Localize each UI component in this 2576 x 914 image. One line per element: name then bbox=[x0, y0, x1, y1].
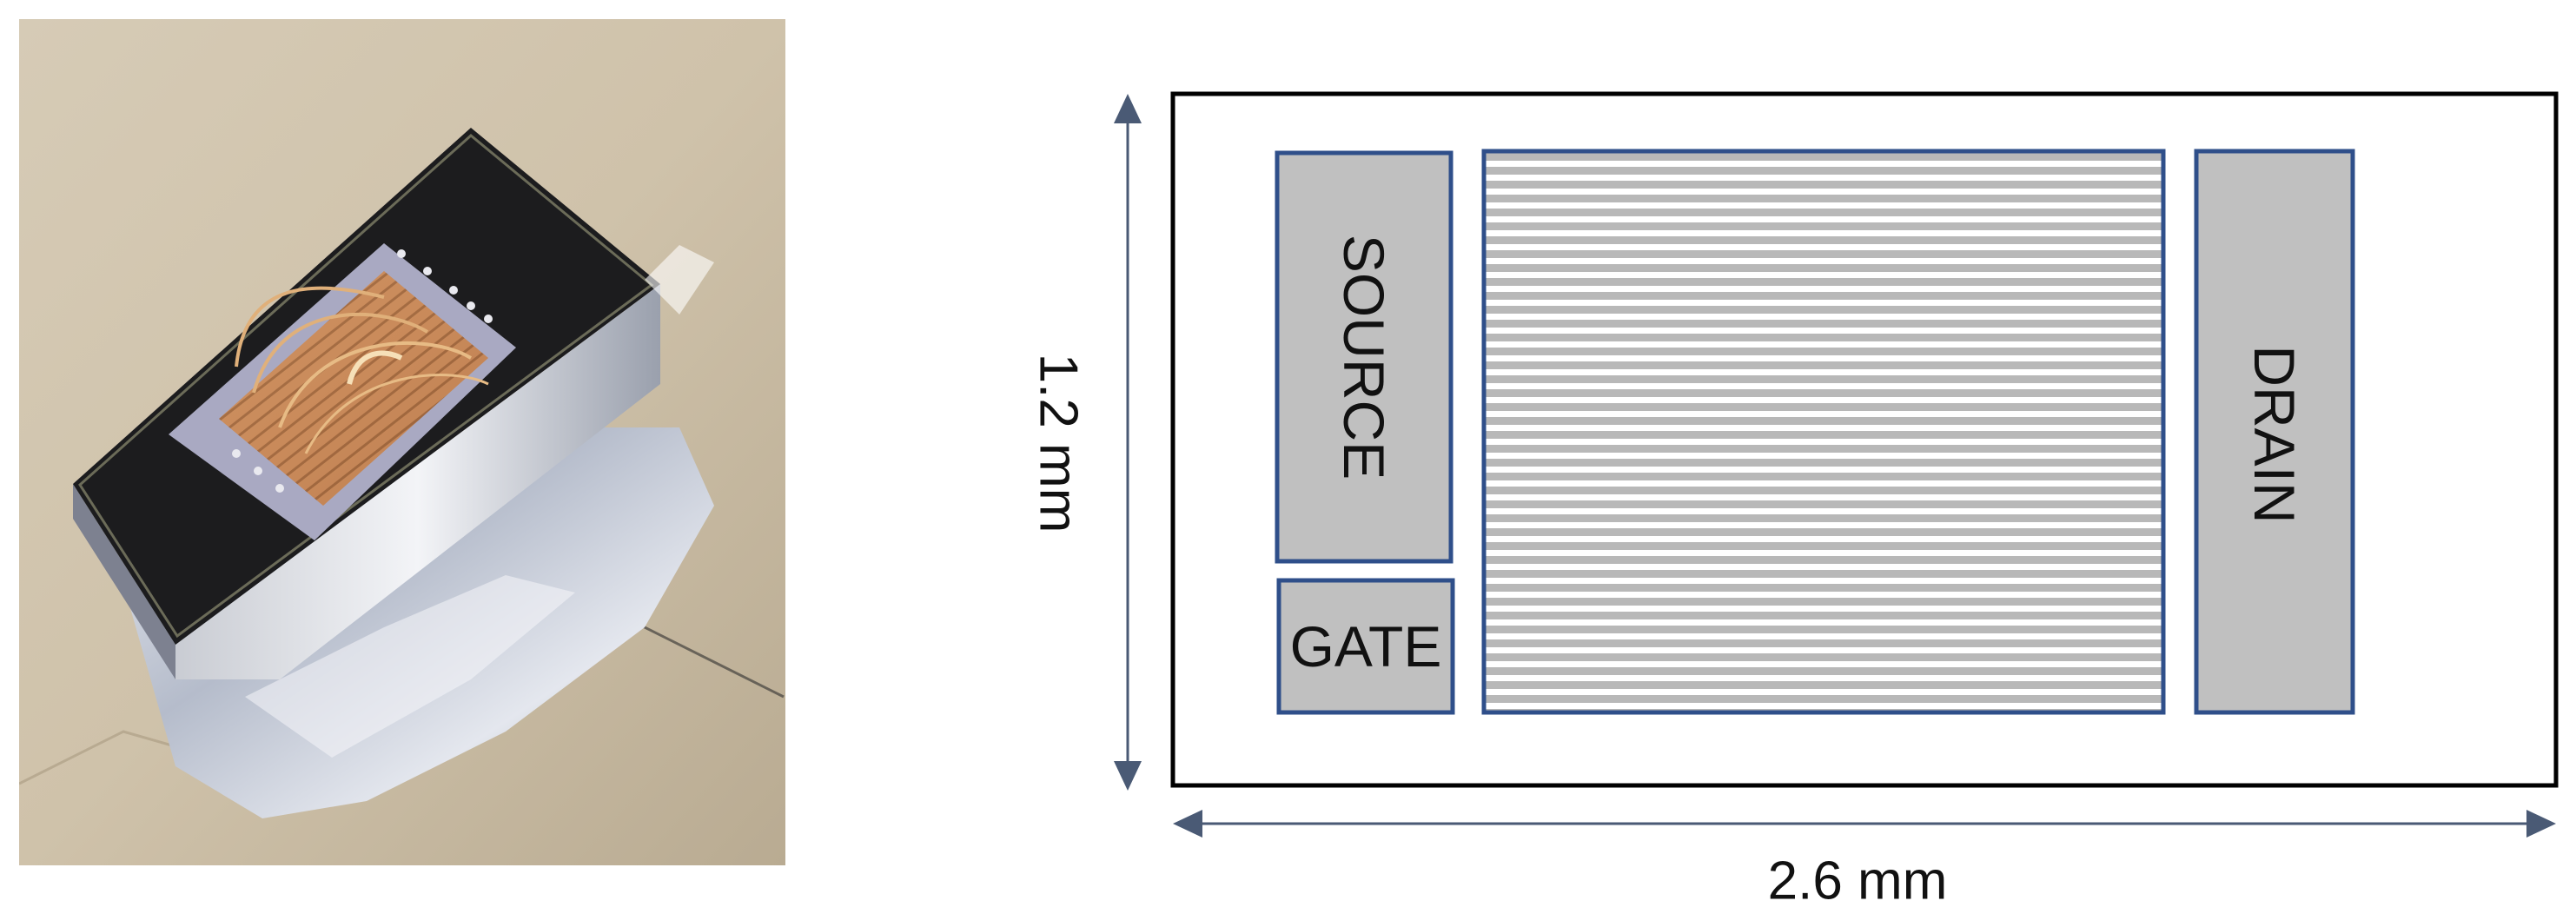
chip-photo-drawing bbox=[19, 19, 785, 865]
gate-pad bbox=[1276, 578, 1455, 715]
width-label: 2.6 mm bbox=[1768, 851, 1948, 911]
source-pad bbox=[1275, 150, 1454, 564]
chip-side bbox=[175, 284, 660, 679]
width-arrow-right bbox=[2526, 810, 2556, 838]
drain-pad bbox=[2194, 149, 2355, 715]
height-label: 1.2 mm bbox=[1029, 354, 1089, 533]
chip-photo bbox=[19, 19, 785, 865]
gate-label: GATE bbox=[1290, 614, 1442, 679]
source-label: SOURCE bbox=[1332, 235, 1396, 480]
height-arrow-bottom bbox=[1114, 761, 1142, 791]
height-arrow-top bbox=[1114, 94, 1142, 123]
drain-label: DRAIN bbox=[2242, 345, 2307, 523]
channel-fingers bbox=[1481, 149, 2166, 715]
width-arrow-left bbox=[1173, 810, 1202, 838]
